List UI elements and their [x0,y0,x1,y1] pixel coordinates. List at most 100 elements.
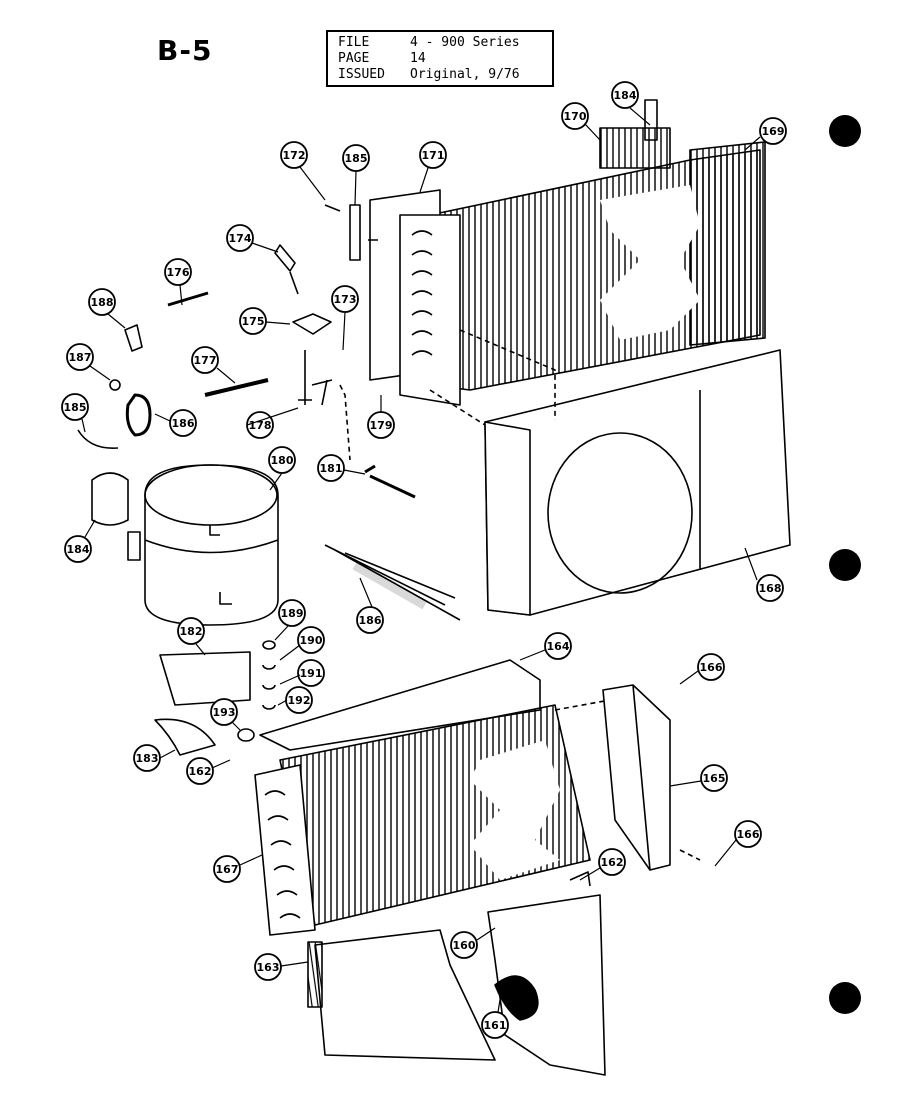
condenser-top-cover [259,659,541,751]
rod [204,378,269,397]
svg-text:160: 160 [453,939,476,952]
callout-162b: 162 [598,848,626,876]
svg-text:185: 185 [345,152,368,165]
callout-170: 170 [561,102,589,130]
svg-text:177: 177 [194,354,217,367]
info-issued-row: ISSUED Original, 9/76 [338,67,520,83]
wire-hook [77,429,119,449]
svg-text:162: 162 [601,856,624,869]
callout-165: 165 [700,764,728,792]
svg-text:171: 171 [422,149,445,162]
callout-177: 177 [191,346,219,374]
svg-text:165: 165 [703,772,726,785]
file-label: FILE [338,35,370,50]
callout-168: 168 [756,574,784,602]
callout-179: 179 [367,411,395,439]
callout-167: 167 [213,855,241,883]
callout-187: 187 [66,343,94,371]
callout-193: 193 [210,698,238,726]
callout-191: 191 [297,659,325,687]
callout-185b: 185 [61,393,89,421]
callout-leaders [81,107,761,1013]
svg-text:181: 181 [320,462,343,475]
fan-shroud [484,349,791,616]
binder-hole-top [829,115,861,147]
callout-186b: 186 [356,606,384,634]
svg-text:166: 166 [700,661,723,674]
svg-text:184: 184 [67,543,90,556]
callout-185: 185 [342,144,370,172]
mount-hardware [262,640,276,710]
issued-value: Original, 9/76 [410,67,520,82]
svg-text:162: 162 [189,765,212,778]
svg-text:174: 174 [229,232,252,245]
svg-text:191: 191 [300,667,323,680]
svg-text:163: 163 [257,961,280,974]
callout-192: 192 [285,686,313,714]
svg-text:168: 168 [759,582,782,595]
callout-164: 164 [544,632,572,660]
info-page-row: PAGE 14 [338,51,426,67]
callout-178: 178 [246,411,274,439]
bracket [154,718,216,756]
page-label: PAGE [338,51,370,66]
relay [274,244,299,295]
svg-text:173: 173 [334,293,357,306]
svg-text:184: 184 [614,89,637,102]
callout-labels: 172 185 171 170 184 169 174 176 188 173 … [61,81,787,1039]
callout-166: 166 [697,653,725,681]
callout-181: 181 [317,454,345,482]
callout-161: 161 [481,1011,509,1039]
lower-panel-right [487,894,606,1076]
clip [124,324,143,352]
sheet-id: B-5 [157,34,213,67]
svg-text:172: 172 [283,149,306,162]
svg-text:179: 179 [370,419,393,432]
svg-text:180: 180 [271,454,294,467]
callout-190: 190 [297,626,325,654]
svg-text:164: 164 [547,640,570,653]
fastener [324,204,378,241]
svg-text:185: 185 [64,401,87,414]
screw [311,379,333,406]
svg-text:192: 192 [288,694,311,707]
insulation [494,975,539,1021]
callout-163: 163 [254,953,282,981]
callout-188: 188 [88,288,116,316]
svg-text:188: 188 [91,296,114,309]
svg-text:186: 186 [172,417,195,430]
callout-189: 189 [278,599,306,627]
svg-text:189: 189 [281,607,304,620]
evaporator-tube-sheet [349,189,461,406]
callout-173: 173 [331,285,359,313]
issued-label: ISSUED [338,67,385,82]
svg-text:193: 193 [213,706,236,719]
callout-175: 175 [239,307,267,335]
compressor [127,464,279,626]
nut [237,728,255,742]
callout-184b: 184 [64,535,92,563]
clip-lower [569,871,591,887]
binder-hole-bottom [829,982,861,1014]
callout-171: 171 [419,141,447,169]
page-value: 14 [410,51,426,66]
strip [307,941,323,1008]
callout-184: 184 [611,81,639,109]
svg-text:167: 167 [216,863,239,876]
callout-182: 182 [177,617,205,645]
svg-text:190: 190 [300,634,323,647]
svg-text:161: 161 [484,1019,507,1032]
svg-text:183: 183 [136,752,159,765]
mounting-plate [159,651,251,706]
callout-166b: 166 [734,820,762,848]
svg-text:166: 166 [737,828,760,841]
terminal-cover [91,472,129,526]
binder-hole-middle [829,549,861,581]
callout-172: 172 [280,141,308,169]
svg-text:182: 182 [180,625,203,638]
gasket-ring [125,393,152,437]
overload [292,313,332,335]
callout-162: 162 [186,757,214,785]
